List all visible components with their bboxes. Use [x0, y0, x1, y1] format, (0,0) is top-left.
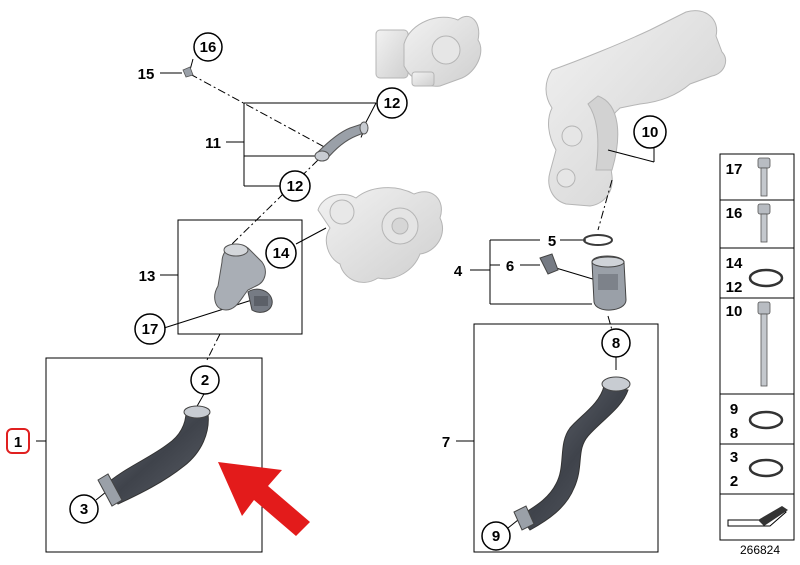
- callout-4: 4: [454, 263, 463, 280]
- callout-13: 13: [139, 268, 156, 285]
- callout-labels: 16 12 12 14 17 2 3 10: [6, 32, 667, 551]
- long-bolt-icon: [757, 301, 771, 387]
- callout-11: 11: [205, 135, 221, 152]
- svg-text:17: 17: [142, 321, 159, 338]
- legend-cell-10: 10: [719, 297, 795, 395]
- legend-cell-symbol: [719, 493, 795, 541]
- legend-cell-16: 16: [719, 199, 795, 249]
- legend-cell-3-2: 3 2: [719, 443, 795, 495]
- svg-text:12: 12: [726, 279, 743, 296]
- o-ring-icon: [748, 410, 784, 430]
- svg-text:14: 14: [273, 245, 290, 262]
- svg-text:1: 1: [14, 434, 22, 451]
- callout-8: 8: [601, 328, 631, 358]
- throttle-adapter-part-4: [591, 255, 627, 311]
- callout-14: 14: [265, 237, 297, 269]
- callout-2: 2: [190, 365, 220, 395]
- legend-cell-17: 17: [719, 153, 795, 201]
- callout-15: 15: [138, 66, 155, 83]
- svg-text:16: 16: [200, 39, 217, 56]
- callout-6: 6: [506, 258, 514, 275]
- callout-9: 9: [481, 521, 511, 551]
- callout-5: 5: [548, 233, 556, 250]
- svg-text:9: 9: [730, 401, 738, 418]
- svg-text:2: 2: [730, 473, 738, 490]
- callout-17: 17: [134, 313, 166, 345]
- o-ring-icon: [748, 458, 784, 478]
- callout-1-highlighted: 1: [6, 428, 30, 454]
- svg-text:8: 8: [730, 425, 738, 442]
- bolt-icon: [757, 157, 771, 197]
- legend-cell-9-8: 9 8: [719, 393, 795, 445]
- callout-16: 16: [193, 32, 223, 62]
- charge-hose-part-1: [97, 405, 211, 507]
- sensor-part-6: [539, 253, 559, 275]
- red-arrow-icon: [218, 462, 310, 536]
- svg-text:9: 9: [492, 528, 500, 545]
- callout-12-bottom: 12: [279, 170, 311, 202]
- o-ring-part-5: [583, 234, 613, 246]
- upper-charge-pipe: [314, 121, 369, 162]
- drawing-number: 266824: [740, 543, 780, 557]
- callout-12-top: 12: [376, 87, 408, 119]
- charge-hose-part-7: [513, 376, 631, 531]
- o-ring-icon: [748, 268, 784, 288]
- legend-cell-14-12: 14 12: [719, 247, 795, 299]
- callout-3: 3: [69, 494, 99, 524]
- svg-text:14: 14: [726, 255, 743, 272]
- bolt-icon: [757, 203, 771, 243]
- svg-text:8: 8: [612, 335, 620, 352]
- svg-text:17: 17: [726, 161, 743, 178]
- callout-10: 10: [633, 115, 667, 149]
- svg-text:3: 3: [730, 449, 738, 466]
- svg-text:10: 10: [642, 124, 659, 141]
- svg-text:12: 12: [287, 178, 304, 195]
- turbocharger-ghost-mid: [317, 187, 443, 283]
- callout-7: 7: [442, 434, 450, 451]
- legend-panel: 17 16 14 12 10: [719, 153, 795, 557]
- svg-text:12: 12: [384, 95, 401, 112]
- svg-text:2: 2: [201, 372, 209, 389]
- bolt-part-16: [182, 66, 194, 78]
- turbocharger-ghost-top: [375, 15, 482, 87]
- svg-text:3: 3: [80, 501, 88, 518]
- svg-text:16: 16: [726, 205, 743, 222]
- charge-pipe-elbow-part-13: [214, 243, 273, 313]
- svg-text:10: 10: [726, 303, 743, 320]
- intake-manifold-ghost: [545, 10, 727, 207]
